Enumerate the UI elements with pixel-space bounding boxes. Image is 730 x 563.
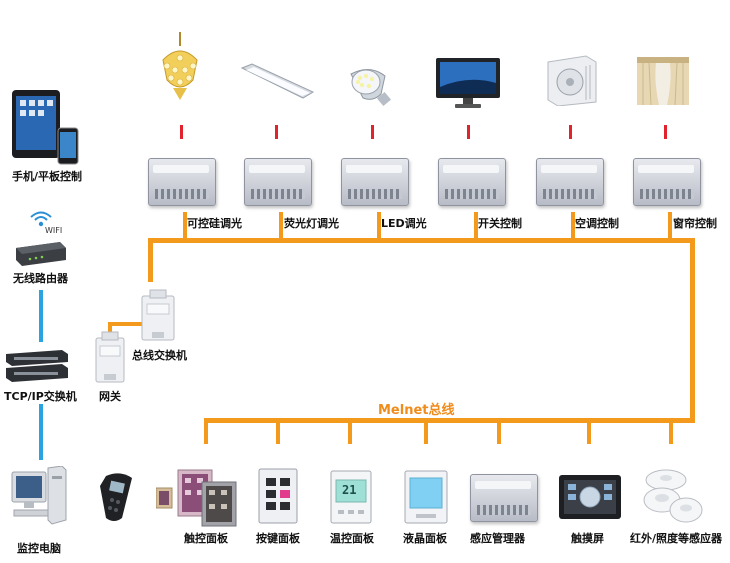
bottom-device-label: 按键面板 (256, 532, 300, 545)
top-device-label: 开关控制 (478, 217, 522, 230)
ac-control-module (536, 158, 604, 206)
network-link (39, 290, 43, 342)
bus-label: Melnet总线 (378, 403, 455, 418)
bus-tick (668, 212, 672, 240)
top-device-label: LED调光 (381, 217, 427, 230)
top-device-label: 窗帘控制 (673, 217, 717, 230)
load-link (180, 125, 183, 139)
thermostat-reading: 21 (342, 483, 357, 497)
bottom-device-label: 液晶面板 (403, 532, 447, 545)
bus-gateway-link-v (108, 322, 112, 334)
load-link (467, 125, 470, 139)
bus-tick (183, 212, 187, 240)
bus-tick (377, 212, 381, 240)
bus-top-line (148, 238, 695, 243)
router-icon (16, 242, 66, 266)
thermostat-panel-icon (330, 470, 372, 524)
bus-right-line (690, 238, 695, 423)
key-panel-icon (258, 468, 298, 524)
phone-tablet-label: 手机/平板控制 (12, 170, 83, 183)
monitor-pc-label: 监控电脑 (17, 542, 61, 555)
switch-module (438, 158, 506, 206)
fluorescent-tube-icon (240, 63, 315, 99)
curtain-icon (637, 57, 689, 105)
load-link (275, 125, 278, 139)
ir-sensor-icon (643, 469, 703, 523)
bus-left-drop (148, 238, 153, 282)
bottom-device-label: 红外/照度等感应器 (630, 532, 723, 545)
bus-gateway-link-h (108, 322, 148, 326)
wifi-label: WIFI (45, 226, 63, 235)
tv-icon (436, 58, 500, 108)
top-device-label: 荧光灯调光 (284, 217, 339, 230)
monitor-pc-icon (11, 466, 67, 525)
load-link (664, 125, 667, 139)
led-dimmer-module (341, 158, 409, 206)
tcp-switch-icon (6, 350, 68, 382)
lcd-panel-icon (404, 470, 448, 524)
bus-tick (571, 212, 575, 240)
sensor-manager-icon (470, 474, 538, 522)
top-device-label: 空调控制 (575, 217, 619, 230)
touchscreen-icon (559, 475, 621, 519)
led-bulb-icon (350, 69, 392, 107)
gateway-label: 网关 (99, 390, 121, 403)
bus-tick (276, 418, 280, 444)
touch-panel-icon (156, 469, 237, 527)
bus-tick (279, 212, 283, 240)
remote-icon (100, 473, 132, 521)
fluorescent-dimmer-module (244, 158, 312, 206)
bus-switch-icon (141, 289, 175, 341)
load-link (569, 125, 572, 139)
bus-switch-label: 总线交换机 (132, 349, 187, 362)
bus-tick (497, 418, 501, 444)
dimmer-module (148, 158, 216, 206)
bus-tick (587, 418, 591, 444)
load-link (371, 125, 374, 139)
bus-tick (474, 212, 478, 240)
air-conditioner-icon (547, 55, 597, 106)
bus-tick (204, 418, 208, 444)
wifi-icon (30, 211, 52, 227)
top-device-label: 可控硅调光 (187, 217, 242, 230)
network-link (39, 404, 43, 460)
bottom-device-label: 触摸屏 (571, 532, 604, 545)
chandelier-icon (162, 32, 198, 100)
tcp-switch-label: TCP/IP交换机 (4, 390, 77, 403)
bottom-device-label: 温控面板 (330, 532, 374, 545)
bottom-device-label: 感应管理器 (470, 532, 525, 545)
tablet-phone-icon (12, 90, 79, 165)
bottom-device-label: 触控面板 (184, 532, 228, 545)
gateway-icon (95, 331, 125, 383)
router-label: 无线路由器 (13, 272, 68, 285)
bus-tick (669, 418, 673, 444)
bus-bottom-line (204, 418, 695, 423)
bus-tick (424, 418, 428, 444)
curtain-control-module (633, 158, 701, 206)
bus-tick (348, 418, 352, 444)
